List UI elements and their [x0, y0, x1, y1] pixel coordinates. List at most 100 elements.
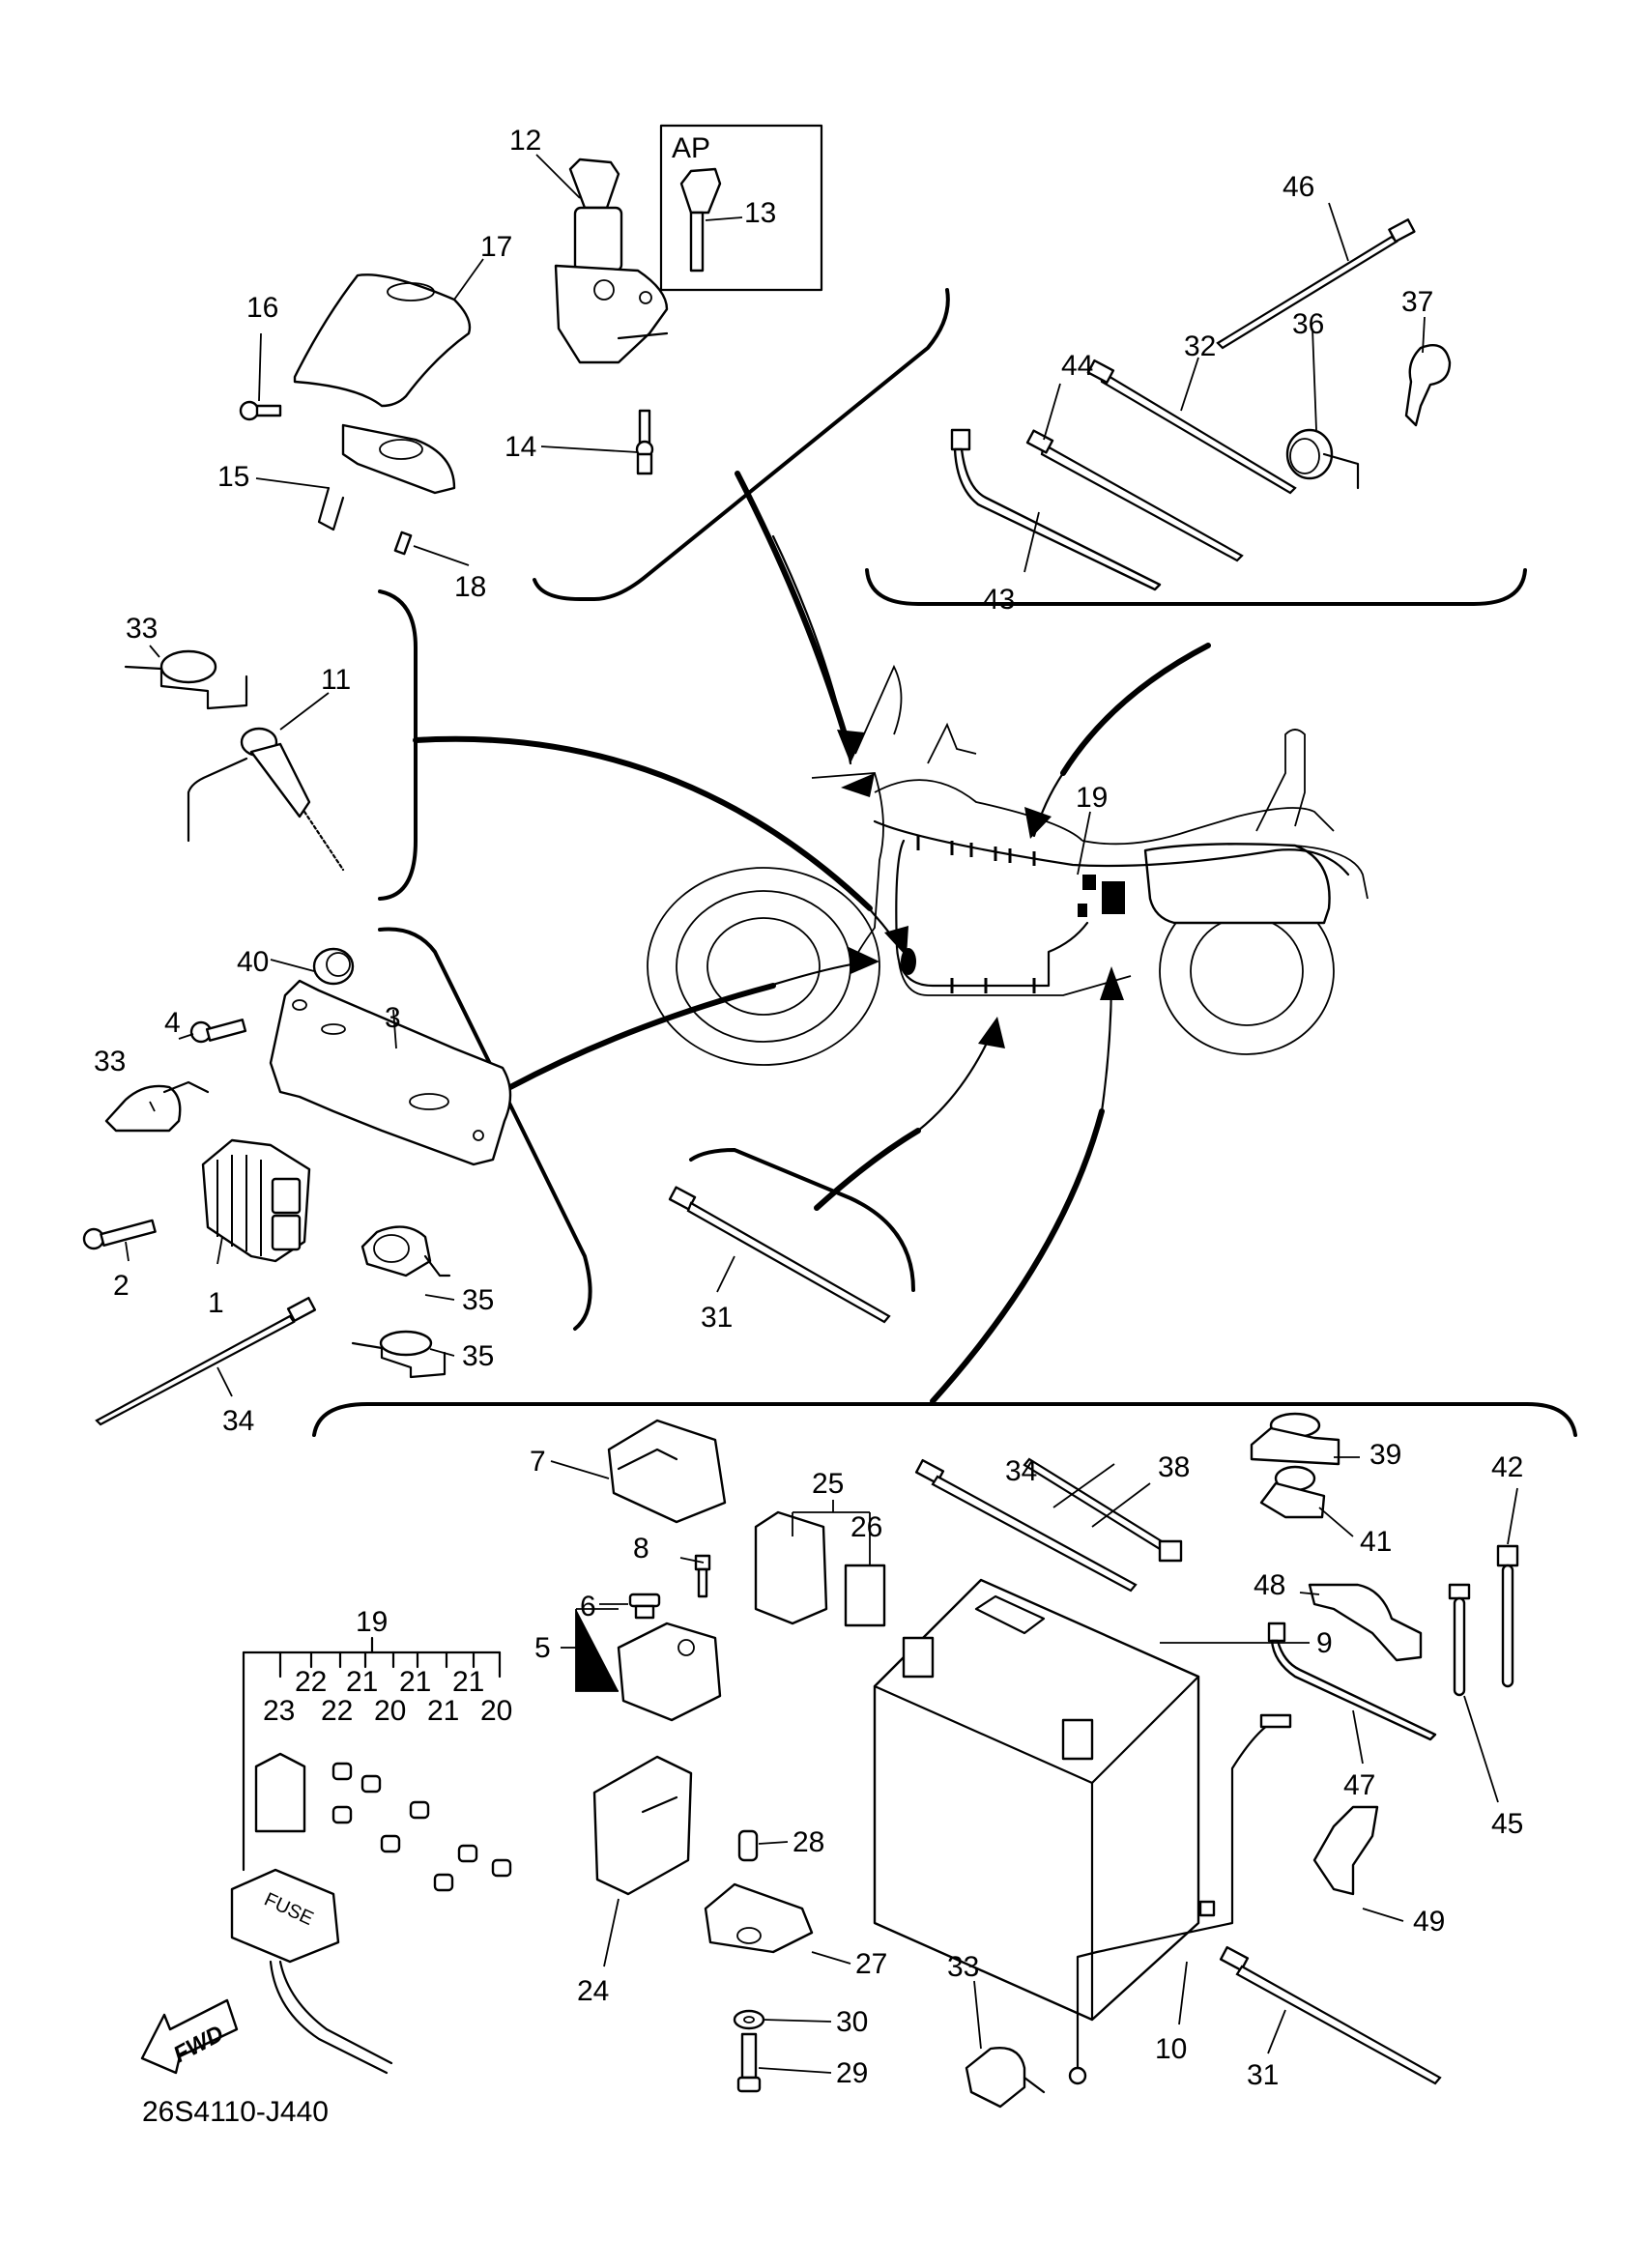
- callout-leaders: [125, 154, 1518, 2074]
- part-34-cable-tie-bottom: [914, 1458, 1138, 1593]
- motorcycle-outline: [647, 664, 1369, 1066]
- callout-33-lower: 33: [94, 1046, 126, 1077]
- callout-33-bottom: 33: [947, 1951, 979, 1983]
- arrowhead: [1100, 966, 1124, 1000]
- part-6-fuse: [628, 1593, 661, 1620]
- part-36-clamp: [1285, 428, 1360, 490]
- part-16-bolt: [239, 400, 282, 421]
- callout-30: 30: [836, 2006, 868, 2038]
- part-45-cable-tie: [1448, 1583, 1471, 1697]
- bracket-ignition: [533, 288, 950, 601]
- part-38-tie: [1023, 1457, 1183, 1563]
- part-3-plate: [269, 979, 512, 1166]
- callout-24: 24: [577, 1975, 609, 2007]
- part-33-clamp-lower: [104, 1080, 210, 1133]
- callout-16: 16: [246, 292, 278, 324]
- callout-33-upper: 33: [126, 613, 158, 645]
- callout-35b: 35: [462, 1340, 494, 1372]
- part-19-fuse-box-group: FUSE: [230, 1636, 512, 2075]
- part-14-bolt: [635, 409, 654, 475]
- callout-31-bottom: 31: [1247, 2059, 1279, 2091]
- callout-18: 18: [454, 571, 486, 603]
- part-47-cable-tie: [1267, 1622, 1437, 1741]
- part-33-clamp-bottom: [965, 2047, 1046, 2109]
- callout-11: 11: [321, 664, 351, 696]
- part-25-relay: [754, 1510, 828, 1625]
- callout-8: 8: [633, 1533, 649, 1565]
- leader-tie-mid: [814, 1128, 921, 1211]
- part-9-battery: [873, 1578, 1200, 2022]
- part-5-starter-relay: [617, 1622, 722, 1722]
- ap-key-box: [659, 124, 823, 292]
- callout-34-bottom: 34: [1005, 1455, 1037, 1487]
- callout-35a: 35: [462, 1284, 494, 1316]
- callout-3: 3: [385, 1002, 401, 1034]
- callout-26: 26: [850, 1511, 882, 1543]
- part-18-screw: [393, 531, 413, 556]
- callout-38: 38: [1158, 1451, 1190, 1483]
- part-43-cable-tie: [950, 428, 1162, 591]
- callout-34-left: 34: [222, 1405, 254, 1437]
- callout-5: 5: [534, 1632, 551, 1664]
- part-31-cable-tie-mid: [668, 1186, 891, 1324]
- callout-17: 17: [480, 231, 512, 263]
- callout-6: 6: [580, 1591, 596, 1622]
- bracket-ties-top: [865, 568, 1527, 606]
- part-46-cable-tie: [1216, 218, 1416, 350]
- callout-22b: 22: [321, 1695, 353, 1727]
- callout-48: 48: [1254, 1569, 1285, 1601]
- part-40-grommet: [312, 947, 355, 986]
- arrowhead: [837, 730, 865, 763]
- part-42-tie: [1496, 1544, 1519, 1688]
- callout-36: 36: [1292, 308, 1324, 340]
- part-11-switch: [187, 727, 345, 872]
- callout-41: 41: [1360, 1526, 1392, 1558]
- leader-ignition: [735, 471, 853, 757]
- diagram-code: 26S4110-J440: [142, 2096, 329, 2128]
- callout-29: 29: [836, 2057, 868, 2089]
- callout-49: 49: [1413, 1906, 1445, 1938]
- part-33-clamp-upper: [124, 649, 248, 710]
- bike-component-mark: [1082, 875, 1096, 890]
- part-4-bolt: [189, 1019, 247, 1044]
- part-26-connector: [844, 1564, 886, 1627]
- callout-44: 44: [1061, 350, 1093, 382]
- callout-22a: 22: [295, 1666, 327, 1698]
- part-48-clamp: [1308, 1583, 1423, 1662]
- callout-15: 15: [217, 461, 249, 493]
- callout-40: 40: [237, 946, 269, 978]
- callout-31-mid: 31: [701, 1302, 733, 1334]
- part-31-cable-tie-bottom: [1219, 1945, 1442, 2085]
- part-41-clamp: [1259, 1465, 1326, 1519]
- leader-sensor: [413, 735, 873, 911]
- part-10-ground-lead: [1068, 1713, 1292, 2085]
- callout-4: 4: [164, 1007, 181, 1039]
- part-35-clamp-b: [351, 1330, 447, 1379]
- part-28-collar: [737, 1829, 759, 1862]
- callout-19-bike: 19: [1076, 782, 1108, 814]
- callout-28: 28: [793, 1826, 824, 1858]
- part-34-cable-tie-left: [95, 1296, 317, 1426]
- bracket-tie-mid: [689, 1147, 915, 1292]
- callout-42: 42: [1491, 1451, 1523, 1483]
- callout-45: 45: [1491, 1808, 1523, 1840]
- callout-21a: 21: [346, 1666, 378, 1698]
- callout-21b: 21: [399, 1666, 431, 1698]
- leader-bottom: [930, 1108, 1105, 1404]
- callout-43: 43: [983, 584, 1015, 616]
- callout-20b: 20: [480, 1695, 512, 1727]
- part-49-clip: [1312, 1805, 1379, 1896]
- arrowhead: [1024, 807, 1052, 839]
- callout-1: 1: [208, 1287, 224, 1319]
- group-brackets: [312, 288, 1577, 1437]
- leader-rectifier: [507, 983, 776, 1090]
- arrowhead: [978, 1017, 1005, 1048]
- callout-12: 12: [509, 125, 541, 157]
- callout-20a: 20: [374, 1695, 406, 1727]
- callout-labels: 12 13 17 16 15 18 14 46 37 36 32 44 43 1…: [94, 125, 1523, 2091]
- callout-39: 39: [1369, 1439, 1401, 1471]
- ap-label: AP: [672, 132, 710, 164]
- fwd-arrow-icon: FWD: [140, 1998, 239, 2075]
- callout-2: 2: [113, 1270, 130, 1302]
